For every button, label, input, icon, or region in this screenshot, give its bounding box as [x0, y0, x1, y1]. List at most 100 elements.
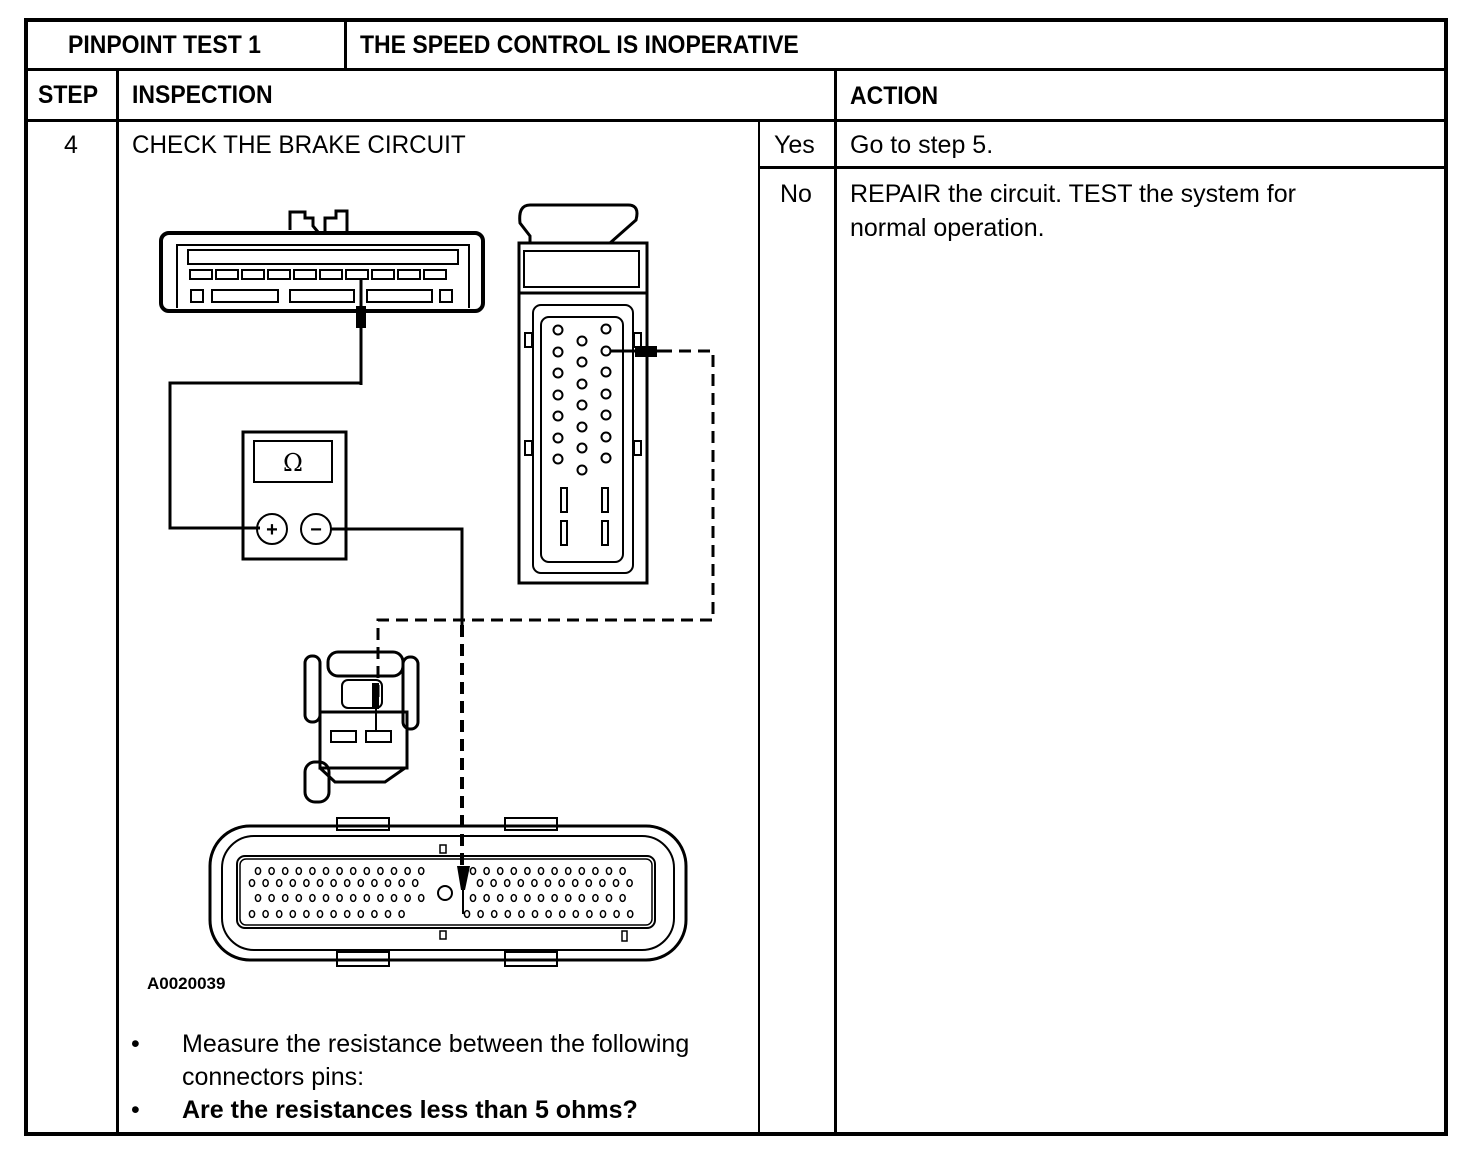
column-header-action: ACTION	[850, 82, 939, 110]
pin	[510, 893, 518, 903]
pin	[537, 866, 545, 876]
pin	[248, 909, 256, 919]
pin	[417, 893, 425, 903]
pin	[349, 893, 357, 903]
divider-row2	[24, 119, 1448, 122]
pinpoint-test-title: THE SPEED CONTROL IS INOPERATIVE	[360, 31, 799, 59]
meter-minus-terminal: −	[310, 519, 322, 541]
action-no-line-1: REPAIR the circuit. TEST the system for	[850, 180, 1296, 208]
pin	[336, 866, 343, 876]
pin	[483, 866, 490, 876]
pin	[275, 909, 283, 919]
pin	[281, 866, 289, 876]
pin	[295, 866, 303, 876]
column-header-inspection: INSPECTION	[132, 81, 273, 109]
pin	[411, 878, 419, 888]
pin	[490, 909, 498, 919]
pin	[254, 866, 262, 876]
answer-no: No	[780, 180, 812, 208]
pin	[268, 893, 275, 903]
pin	[613, 909, 620, 919]
pin	[322, 893, 330, 903]
pin	[564, 866, 572, 876]
instruction-line-1: Measure the resistance between the follo…	[182, 1030, 690, 1058]
pin	[384, 909, 392, 919]
pin	[336, 893, 343, 903]
pin	[309, 866, 316, 876]
figure-id: A0020039	[147, 974, 226, 993]
pin	[558, 878, 565, 888]
pin	[612, 878, 620, 888]
divider-title	[344, 18, 347, 70]
pin	[343, 878, 351, 888]
inspection-title: CHECK THE BRAKE CIRCUIT	[132, 131, 466, 159]
pin	[371, 878, 378, 888]
pin	[268, 866, 275, 876]
connector-bottom-pcm	[208, 817, 688, 967]
column-header-step: STEP	[38, 81, 99, 109]
pin	[483, 893, 490, 903]
pin	[517, 878, 525, 888]
pin	[404, 893, 411, 903]
pin	[592, 866, 599, 876]
pin	[524, 866, 531, 876]
pin	[363, 893, 371, 903]
pin	[343, 909, 351, 919]
border-bottom	[24, 1132, 1448, 1136]
pin	[510, 866, 518, 876]
pin	[377, 866, 384, 876]
pin	[477, 909, 484, 919]
pin	[330, 909, 337, 919]
border-top	[24, 18, 1448, 22]
pin	[558, 909, 566, 919]
pin	[357, 909, 365, 919]
pin	[572, 909, 580, 919]
pin	[619, 866, 626, 876]
pin	[262, 909, 269, 919]
pin	[504, 909, 512, 919]
pin	[398, 878, 405, 888]
pin	[599, 909, 607, 919]
pin	[390, 893, 398, 903]
border-left	[24, 18, 28, 1136]
pin	[518, 909, 525, 919]
pin	[303, 878, 310, 888]
pin	[626, 909, 634, 919]
pin	[586, 909, 593, 919]
divider-step-col	[116, 68, 119, 1136]
pin	[363, 866, 371, 876]
divider-row1	[24, 68, 1448, 71]
connector-right	[517, 203, 649, 585]
brake-circuit-diagram: Ω + −	[159, 203, 715, 967]
pin	[371, 909, 378, 919]
instruction-line-2: connectors pins:	[182, 1063, 365, 1091]
pin	[605, 866, 613, 876]
pin	[469, 866, 477, 876]
pin	[531, 878, 538, 888]
answer-yes: Yes	[774, 131, 815, 159]
pin	[503, 878, 511, 888]
divider-yes-no	[758, 166, 1448, 169]
pin	[469, 893, 477, 903]
pin	[309, 893, 316, 903]
pin	[551, 866, 558, 876]
pin	[254, 893, 262, 903]
connector-small-middle	[303, 650, 420, 804]
pin	[357, 878, 365, 888]
pin	[599, 878, 606, 888]
action-no-line-2: normal operation.	[850, 214, 1045, 242]
pin	[303, 909, 310, 919]
pin	[384, 878, 392, 888]
pin	[377, 893, 384, 903]
pin	[262, 878, 269, 888]
pin	[295, 893, 303, 903]
instruction-question: Are the resistances less than 5 ohms?	[182, 1096, 638, 1124]
bullet-icon: •	[131, 1030, 140, 1058]
pin	[551, 893, 558, 903]
pin	[316, 909, 324, 919]
pin	[531, 909, 539, 919]
pin	[496, 866, 504, 876]
pin	[592, 893, 599, 903]
pin	[544, 878, 552, 888]
pin	[578, 893, 586, 903]
